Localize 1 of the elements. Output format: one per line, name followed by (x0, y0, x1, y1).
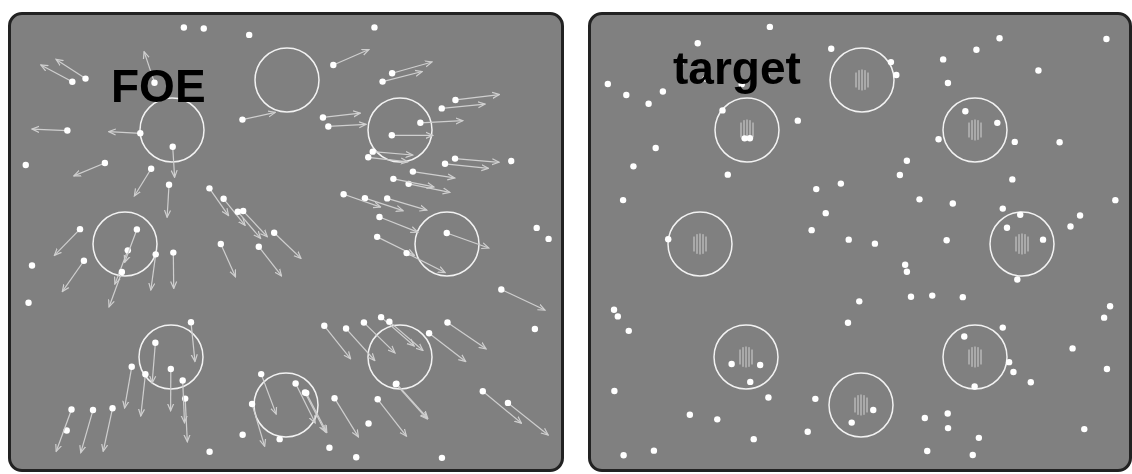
panel-label: FOE (111, 63, 206, 109)
